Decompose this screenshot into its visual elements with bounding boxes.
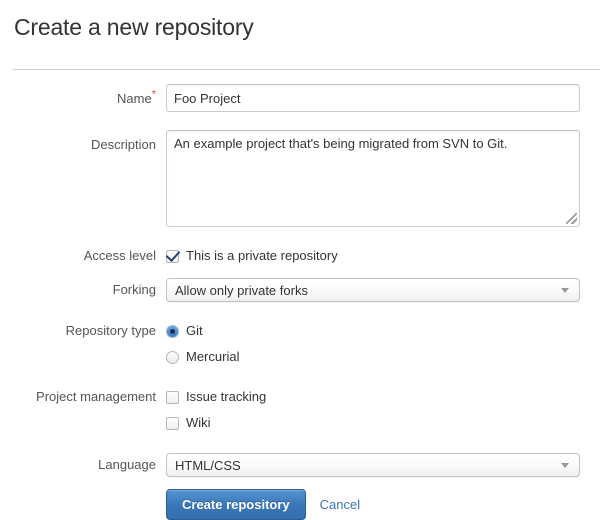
forking-field-wrap: Allow only private forks	[166, 278, 580, 302]
actions-field-wrap: Create repository Cancel	[166, 489, 580, 520]
form-row-project-management: Project management Issue tracking Wiki	[0, 387, 612, 433]
name-field-wrap	[166, 84, 580, 112]
repository-type-label: Repository type	[65, 323, 156, 338]
forking-select[interactable]: Allow only private forks	[166, 278, 580, 302]
form-row-repository-type: Repository type Git Mercurial	[0, 321, 612, 367]
checkbox-issue-tracking-label: Issue tracking	[186, 389, 267, 404]
name-input[interactable]	[166, 84, 580, 112]
radio-mercurial[interactable]	[166, 350, 179, 364]
cancel-link[interactable]: Cancel	[319, 497, 361, 512]
language-select[interactable]: HTML/CSS	[166, 453, 580, 477]
description-label: Description	[90, 137, 156, 152]
name-label-text: Name	[117, 91, 152, 106]
header-divider	[13, 69, 600, 70]
repository-type-option-git[interactable]: Git	[166, 321, 580, 341]
project-management-field-wrap: Issue tracking Wiki	[166, 387, 580, 433]
radio-mercurial-label: Mercurial	[186, 349, 240, 364]
language-select-wrap[interactable]: HTML/CSS	[166, 453, 580, 477]
repository-type-option-mercurial[interactable]: Mercurial	[166, 347, 580, 367]
repository-type-field-wrap: Git Mercurial	[166, 321, 580, 367]
project-management-option-issue-tracking[interactable]: Issue tracking	[166, 387, 580, 407]
form-row-access-level: Access level This is a private repositor…	[0, 246, 612, 266]
form-row-language: Language HTML/CSS	[0, 453, 612, 477]
private-repository-choice[interactable]: This is a private repository	[166, 246, 580, 266]
form-row-forking: Forking Allow only private forks	[0, 278, 612, 302]
private-repository-label: This is a private repository	[186, 248, 338, 263]
forking-select-wrap[interactable]: Allow only private forks	[166, 278, 580, 302]
language-field-wrap: HTML/CSS	[166, 453, 580, 477]
language-label: Language	[98, 457, 156, 472]
required-asterisk-icon: *	[151, 88, 156, 101]
access-level-label: Access level	[83, 248, 156, 263]
form-actions: Create repository Cancel	[166, 489, 580, 520]
create-repository-button[interactable]: Create repository	[166, 489, 306, 520]
checkbox-wiki-label: Wiki	[186, 415, 211, 430]
checkbox-wiki[interactable]	[166, 416, 179, 430]
form-row-description: Description	[0, 130, 612, 227]
page-title: Create a new repository	[14, 14, 254, 40]
project-management-option-wiki[interactable]: Wiki	[166, 413, 580, 433]
access-level-field-wrap: This is a private repository	[166, 246, 580, 266]
name-label: Name*	[0, 84, 166, 107]
forking-label: Forking	[112, 282, 156, 297]
radio-git[interactable]	[166, 324, 179, 338]
description-field-wrap	[166, 130, 580, 227]
radio-git-label: Git	[186, 323, 203, 338]
checkbox-issue-tracking[interactable]	[166, 390, 179, 404]
project-management-label: Project management	[36, 389, 156, 404]
form-row-name: Name*	[0, 84, 612, 112]
create-repository-form: Name* Description Access level This is a…	[0, 84, 612, 520]
description-textarea[interactable]	[166, 130, 580, 227]
description-textarea-wrap	[166, 130, 580, 227]
private-repository-checkbox[interactable]	[166, 249, 179, 263]
form-row-actions: Create repository Cancel	[0, 489, 612, 520]
